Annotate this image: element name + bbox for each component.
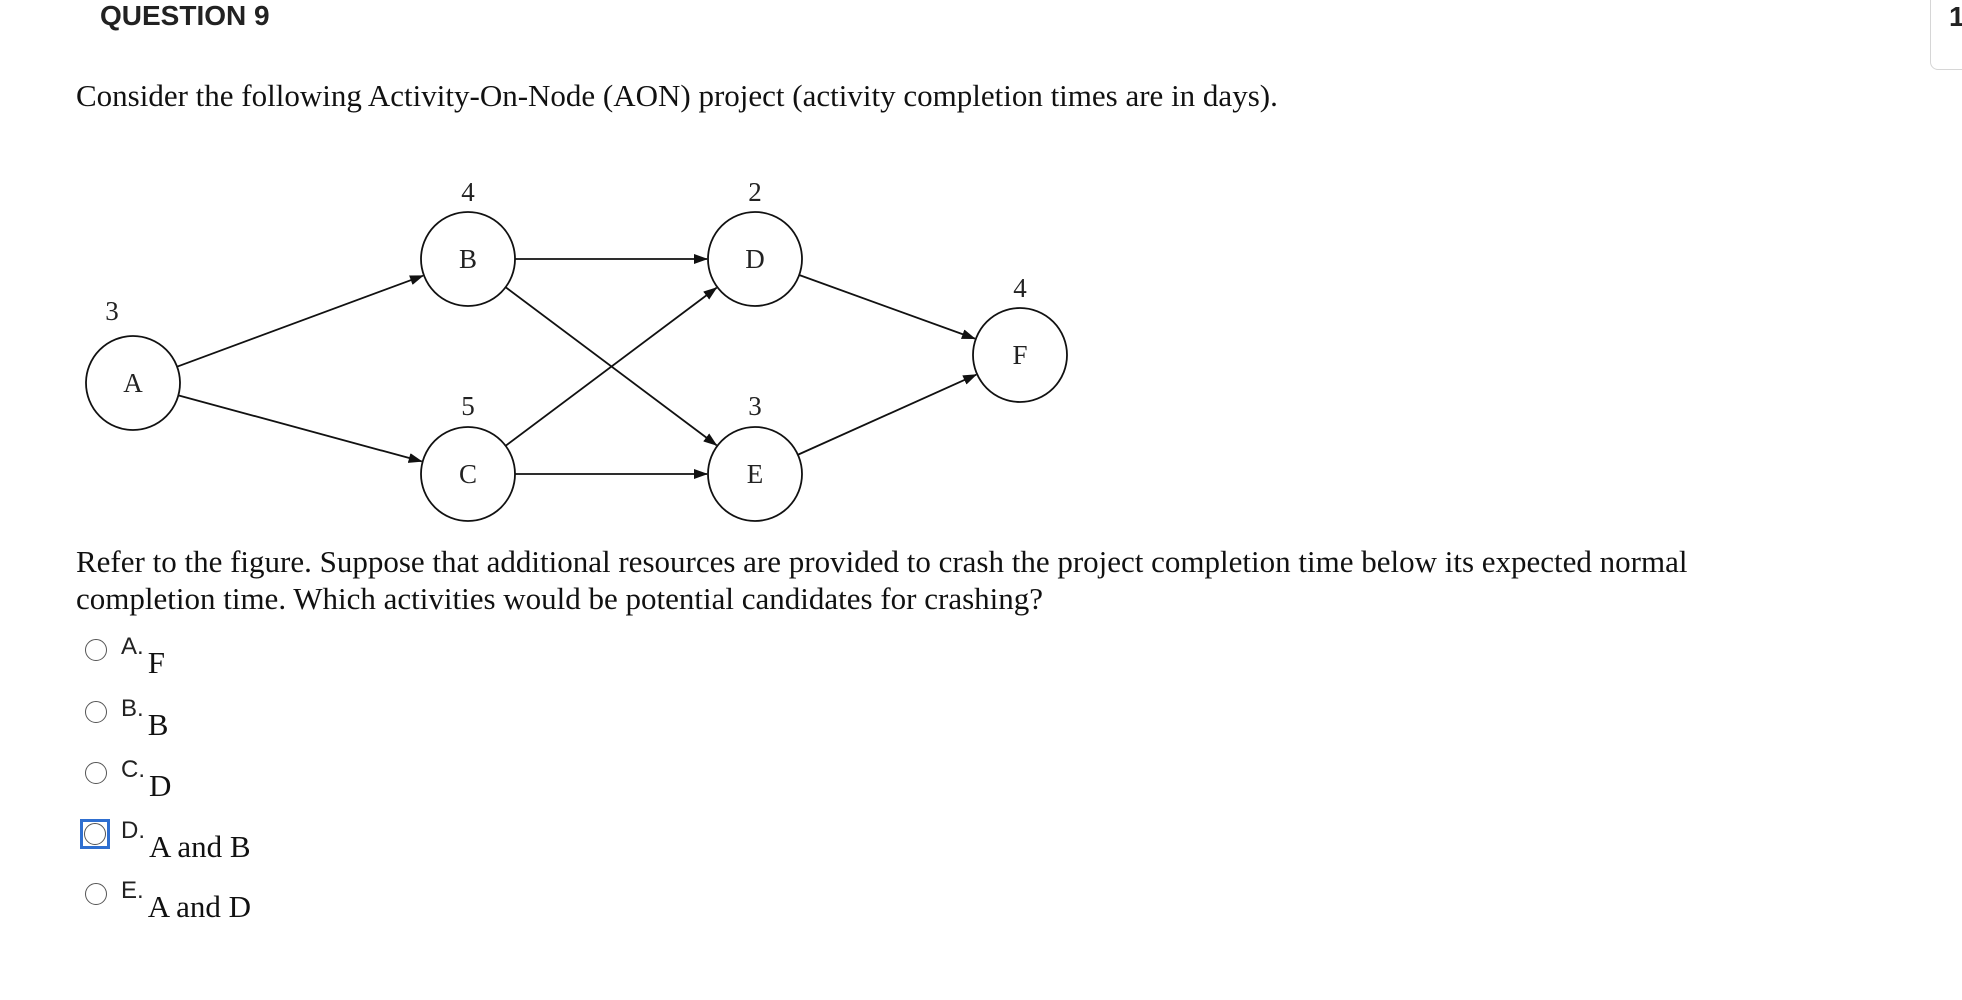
- edge-e-f: [797, 373, 978, 456]
- node-label: F: [1012, 340, 1027, 370]
- option-letter: B.: [121, 695, 144, 722]
- radio-button[interactable]: [85, 701, 107, 723]
- node-duration-label: 4: [461, 177, 475, 207]
- option-text: A and D: [147, 889, 252, 924]
- question-header: QUESTION 9: [100, 0, 270, 31]
- option-letter: D.: [121, 817, 145, 844]
- edge-c-d: [505, 287, 718, 447]
- node-label: C: [459, 459, 477, 489]
- node-circle: [420, 426, 516, 522]
- radio-button[interactable]: [85, 762, 107, 784]
- option-letter: E.: [121, 877, 144, 904]
- node-e: E3: [707, 391, 803, 522]
- node-circle: [707, 426, 803, 522]
- node-a: A3: [85, 296, 181, 431]
- node-label: A: [123, 368, 143, 398]
- node-circle: [707, 211, 803, 307]
- edge-d-f: [798, 274, 976, 340]
- radio-button[interactable]: [85, 883, 107, 905]
- node-c: C5: [420, 391, 516, 522]
- node-label: E: [747, 459, 764, 489]
- node-duration-label: 4: [1013, 273, 1027, 303]
- node-d: D2: [707, 177, 803, 307]
- node-b: B4: [420, 177, 516, 307]
- node-label: D: [745, 244, 765, 274]
- question-prompt: Consider the following Activity-On-Node …: [76, 78, 1278, 113]
- question-text: Refer to the figure. Suppose that additi…: [76, 544, 1688, 616]
- node-circle: [85, 335, 181, 431]
- option-d[interactable]: D.A and B: [80, 817, 251, 864]
- node-duration-label: 5: [461, 391, 475, 421]
- option-text: D: [149, 768, 172, 803]
- node-circle: [972, 307, 1068, 403]
- node-duration-label: 2: [748, 177, 762, 207]
- edge-a-b: [176, 274, 424, 368]
- node-label: B: [459, 244, 477, 274]
- option-text: F: [147, 645, 165, 680]
- option-e[interactable]: E.A and D: [85, 877, 251, 924]
- option-text: B: [147, 707, 169, 742]
- points-box: 1: [1930, 0, 1962, 70]
- focus-ring[interactable]: [80, 819, 110, 849]
- node-duration-label: 3: [105, 296, 119, 326]
- points-label: 1: [1949, 1, 1962, 32]
- edge-a-c: [178, 394, 423, 463]
- edges-layer: [176, 254, 978, 479]
- option-letter: C.: [121, 756, 145, 783]
- option-a[interactable]: A.F: [85, 633, 165, 680]
- option-text: A and B: [149, 829, 251, 864]
- radio-button[interactable]: [85, 639, 107, 661]
- option-b[interactable]: B.B: [85, 695, 168, 742]
- node-f: F4: [972, 273, 1068, 403]
- node-duration-label: 3: [748, 391, 762, 421]
- node-circle: [420, 211, 516, 307]
- option-letter: A.: [121, 633, 144, 660]
- option-c[interactable]: C.D: [85, 756, 171, 803]
- radio-button[interactable]: [84, 823, 106, 845]
